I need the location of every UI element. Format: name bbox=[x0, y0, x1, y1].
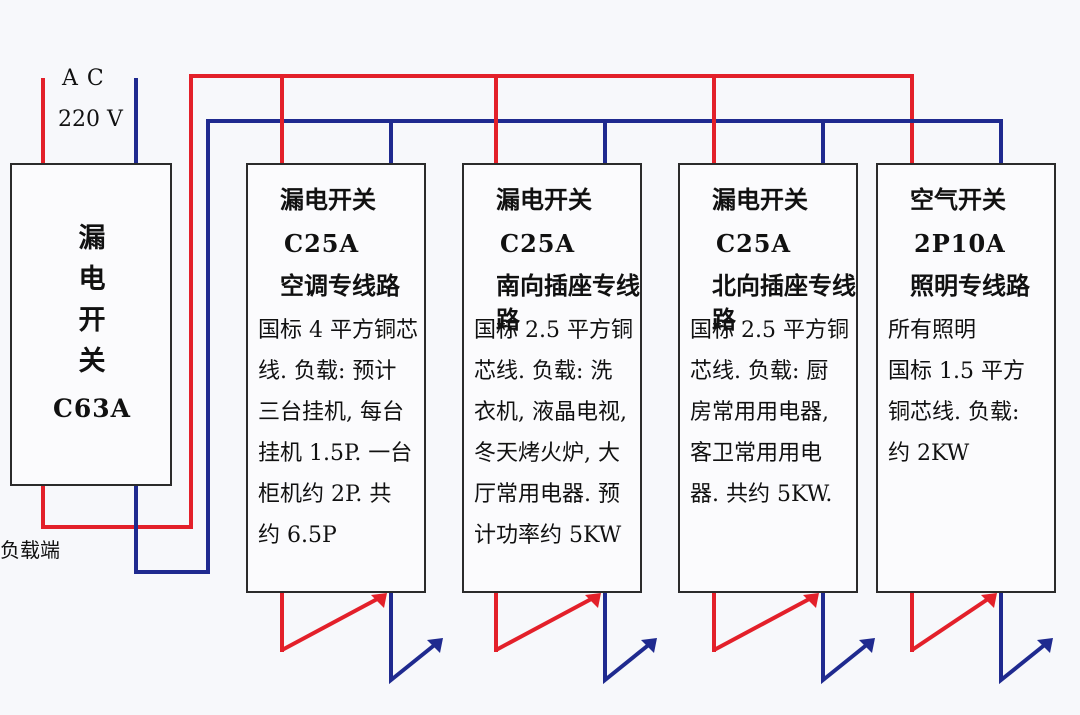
outgoing-neutral-arrow bbox=[999, 593, 1049, 685]
outgoing-neutral-arrow bbox=[821, 593, 871, 685]
branch-breaker-ac: 漏电开关 C25A 空调专线路 国标 4 平方铜芯 线. 负载: 预计 三台挂机… bbox=[246, 163, 426, 593]
outgoing-live-arrow bbox=[281, 595, 382, 652]
branch-circuit: 照明专线路 bbox=[910, 271, 1030, 300]
branch-description: 国标 4 平方铜芯 线. 负载: 预计 三台挂机, 每台 挂机 1.5P. 一台… bbox=[258, 318, 418, 548]
outgoing-live-arrow bbox=[713, 595, 814, 652]
branch-title: 漏电开关 bbox=[712, 185, 808, 214]
outgoing-neutral-arrowhead bbox=[1037, 638, 1053, 653]
live-busbar bbox=[41, 74, 914, 529]
outgoing-neutral-arrow bbox=[603, 593, 653, 685]
branch-rating: C25A bbox=[500, 229, 576, 258]
outgoing-neutral-arrowhead bbox=[427, 638, 443, 653]
outgoing-live-arrowhead bbox=[371, 593, 387, 608]
outgoing-neutral-arrow bbox=[389, 593, 439, 685]
branch-title: 空气开关 bbox=[910, 185, 1006, 214]
outgoing-live-wire bbox=[910, 593, 914, 652]
voltage-label: 220 V bbox=[58, 107, 123, 132]
outgoing-live-arrow bbox=[495, 595, 596, 652]
branch-title: 漏电开关 bbox=[280, 185, 376, 214]
outgoing-live-arrowhead bbox=[803, 593, 819, 608]
branch-rating: C25A bbox=[284, 229, 360, 258]
ac-label: A C bbox=[62, 66, 105, 91]
outgoing-neutral-arrowhead bbox=[641, 638, 657, 653]
outgoing-live-arrow bbox=[910, 595, 993, 652]
branch-description: 国标 2.5 平方铜 芯线. 负载: 厨 房常用用电器, 客卫常用用电 器. 共… bbox=[690, 318, 849, 507]
branch-title: 漏电开关 bbox=[496, 185, 592, 214]
load-end-label: 负载端 bbox=[0, 538, 60, 562]
branch-rating: 2P10A bbox=[914, 229, 1006, 258]
main-breaker-box: 漏 电 开 关 C63A bbox=[10, 163, 172, 486]
branch-breaker-south-sockets: 漏电开关 C25A 南向插座专线路 国标 2.5 平方铜 芯线. 负载: 洗 衣… bbox=[462, 163, 642, 593]
branch-breaker-north-sockets: 漏电开关 C25A 北向插座专线路 国标 2.5 平方铜 芯线. 负载: 厨 房… bbox=[678, 163, 858, 593]
branch-breaker-lighting: 空气开关 2P10A 照明专线路 所有照明 国标 1.5 平方 铜芯线. 负载:… bbox=[876, 163, 1056, 593]
branch-circuit: 南向插座专线路 bbox=[496, 271, 640, 334]
branch-description: 国标 2.5 平方铜 芯线. 负载: 洗 衣机, 液晶电视, 冬天烤火炉, 大 … bbox=[474, 318, 633, 548]
outgoing-live-wire bbox=[712, 593, 716, 652]
branch-circuit: 空调专线路 bbox=[280, 271, 400, 300]
neutral-busbar bbox=[134, 119, 1003, 574]
outgoing-live-arrowhead bbox=[981, 593, 997, 608]
branch-circuit: 北向插座专线路 bbox=[712, 271, 856, 334]
outgoing-neutral-arrowhead bbox=[859, 638, 875, 653]
main-breaker-rating: C63A bbox=[52, 394, 132, 423]
outgoing-live-wire bbox=[280, 593, 284, 652]
main-breaker-title: 漏 电 开 关 bbox=[78, 223, 106, 377]
branch-description: 所有照明 国标 1.5 平方 铜芯线. 负载: 约 2KW bbox=[888, 318, 1025, 466]
outgoing-live-arrowhead bbox=[585, 593, 601, 608]
branch-rating: C25A bbox=[716, 229, 792, 258]
outgoing-live-wire bbox=[494, 593, 498, 652]
